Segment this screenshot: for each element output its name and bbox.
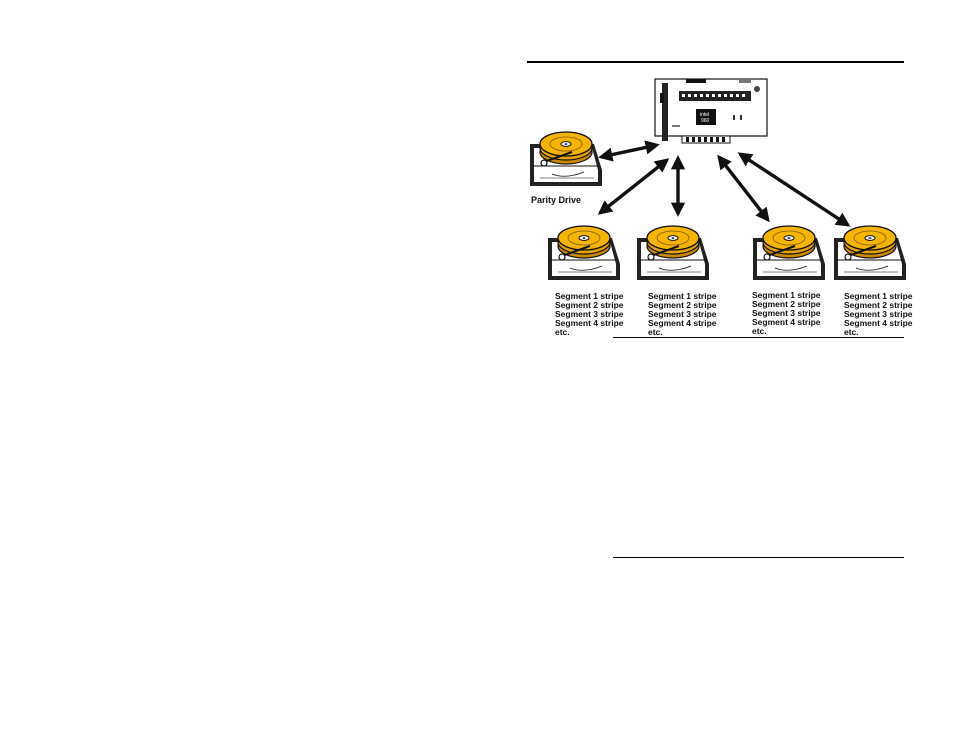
parity-arrow-icon	[598, 140, 660, 162]
segment-line: Segment 4 stripe	[752, 317, 821, 327]
parity-drive: Parity Drive	[529, 131, 603, 205]
segment-line: etc.	[844, 327, 859, 337]
segment-line: Segment 2 stripe	[844, 300, 913, 310]
segment-line: Segment 2 stripe	[555, 300, 624, 310]
segment-line: Segment 3 stripe	[555, 309, 624, 319]
chip-model: 960	[701, 118, 710, 124]
drive1-arrow-icon	[597, 158, 670, 215]
segment-line: etc.	[648, 327, 663, 337]
segment-line: Segment 4 stripe	[648, 318, 717, 328]
top-rule	[527, 61, 904, 63]
segment-line: Segment 1 stripe	[648, 291, 717, 301]
segment-line: Segment 3 stripe	[752, 308, 821, 318]
segment-line: Segment 2 stripe	[648, 300, 717, 310]
segment-line: Segment 1 stripe	[844, 291, 913, 301]
segment-line: Segment 1 stripe	[752, 290, 821, 300]
segment-line: Segment 1 stripe	[555, 291, 624, 301]
segment-line: Segment 4 stripe	[555, 318, 624, 328]
segment-line: Segment 3 stripe	[844, 309, 913, 319]
raid-controller-card-icon: intel 960	[654, 78, 768, 144]
segment-line: Segment 3 stripe	[648, 309, 717, 319]
segment-line: etc.	[555, 327, 570, 337]
data-drive-2: Segment 1 stripe Segment 2 stripe Segmen…	[636, 225, 717, 337]
middle-rule	[613, 337, 904, 338]
hard-drive-icon	[636, 225, 710, 281]
drive4-arrow-icon	[737, 152, 851, 227]
data-drive-1: Segment 1 stripe Segment 2 stripe Segmen…	[547, 225, 624, 337]
hard-drive-icon	[547, 225, 621, 281]
chip-label: intel	[700, 112, 709, 118]
hard-drive-icon	[529, 131, 603, 187]
data-drive-4: Segment 1 stripe Segment 2 stripe Segmen…	[833, 225, 913, 337]
hard-drive-icon	[752, 225, 826, 281]
segment-line: Segment 4 stripe	[844, 318, 913, 328]
segment-line: etc.	[752, 326, 767, 336]
bottom-rule	[613, 557, 904, 558]
segment-line: Segment 2 stripe	[752, 299, 821, 309]
parity-drive-label: Parity Drive	[531, 195, 581, 205]
hard-drive-icon	[833, 225, 907, 281]
data-drive-3: Segment 1 stripe Segment 2 stripe Segmen…	[752, 225, 826, 336]
